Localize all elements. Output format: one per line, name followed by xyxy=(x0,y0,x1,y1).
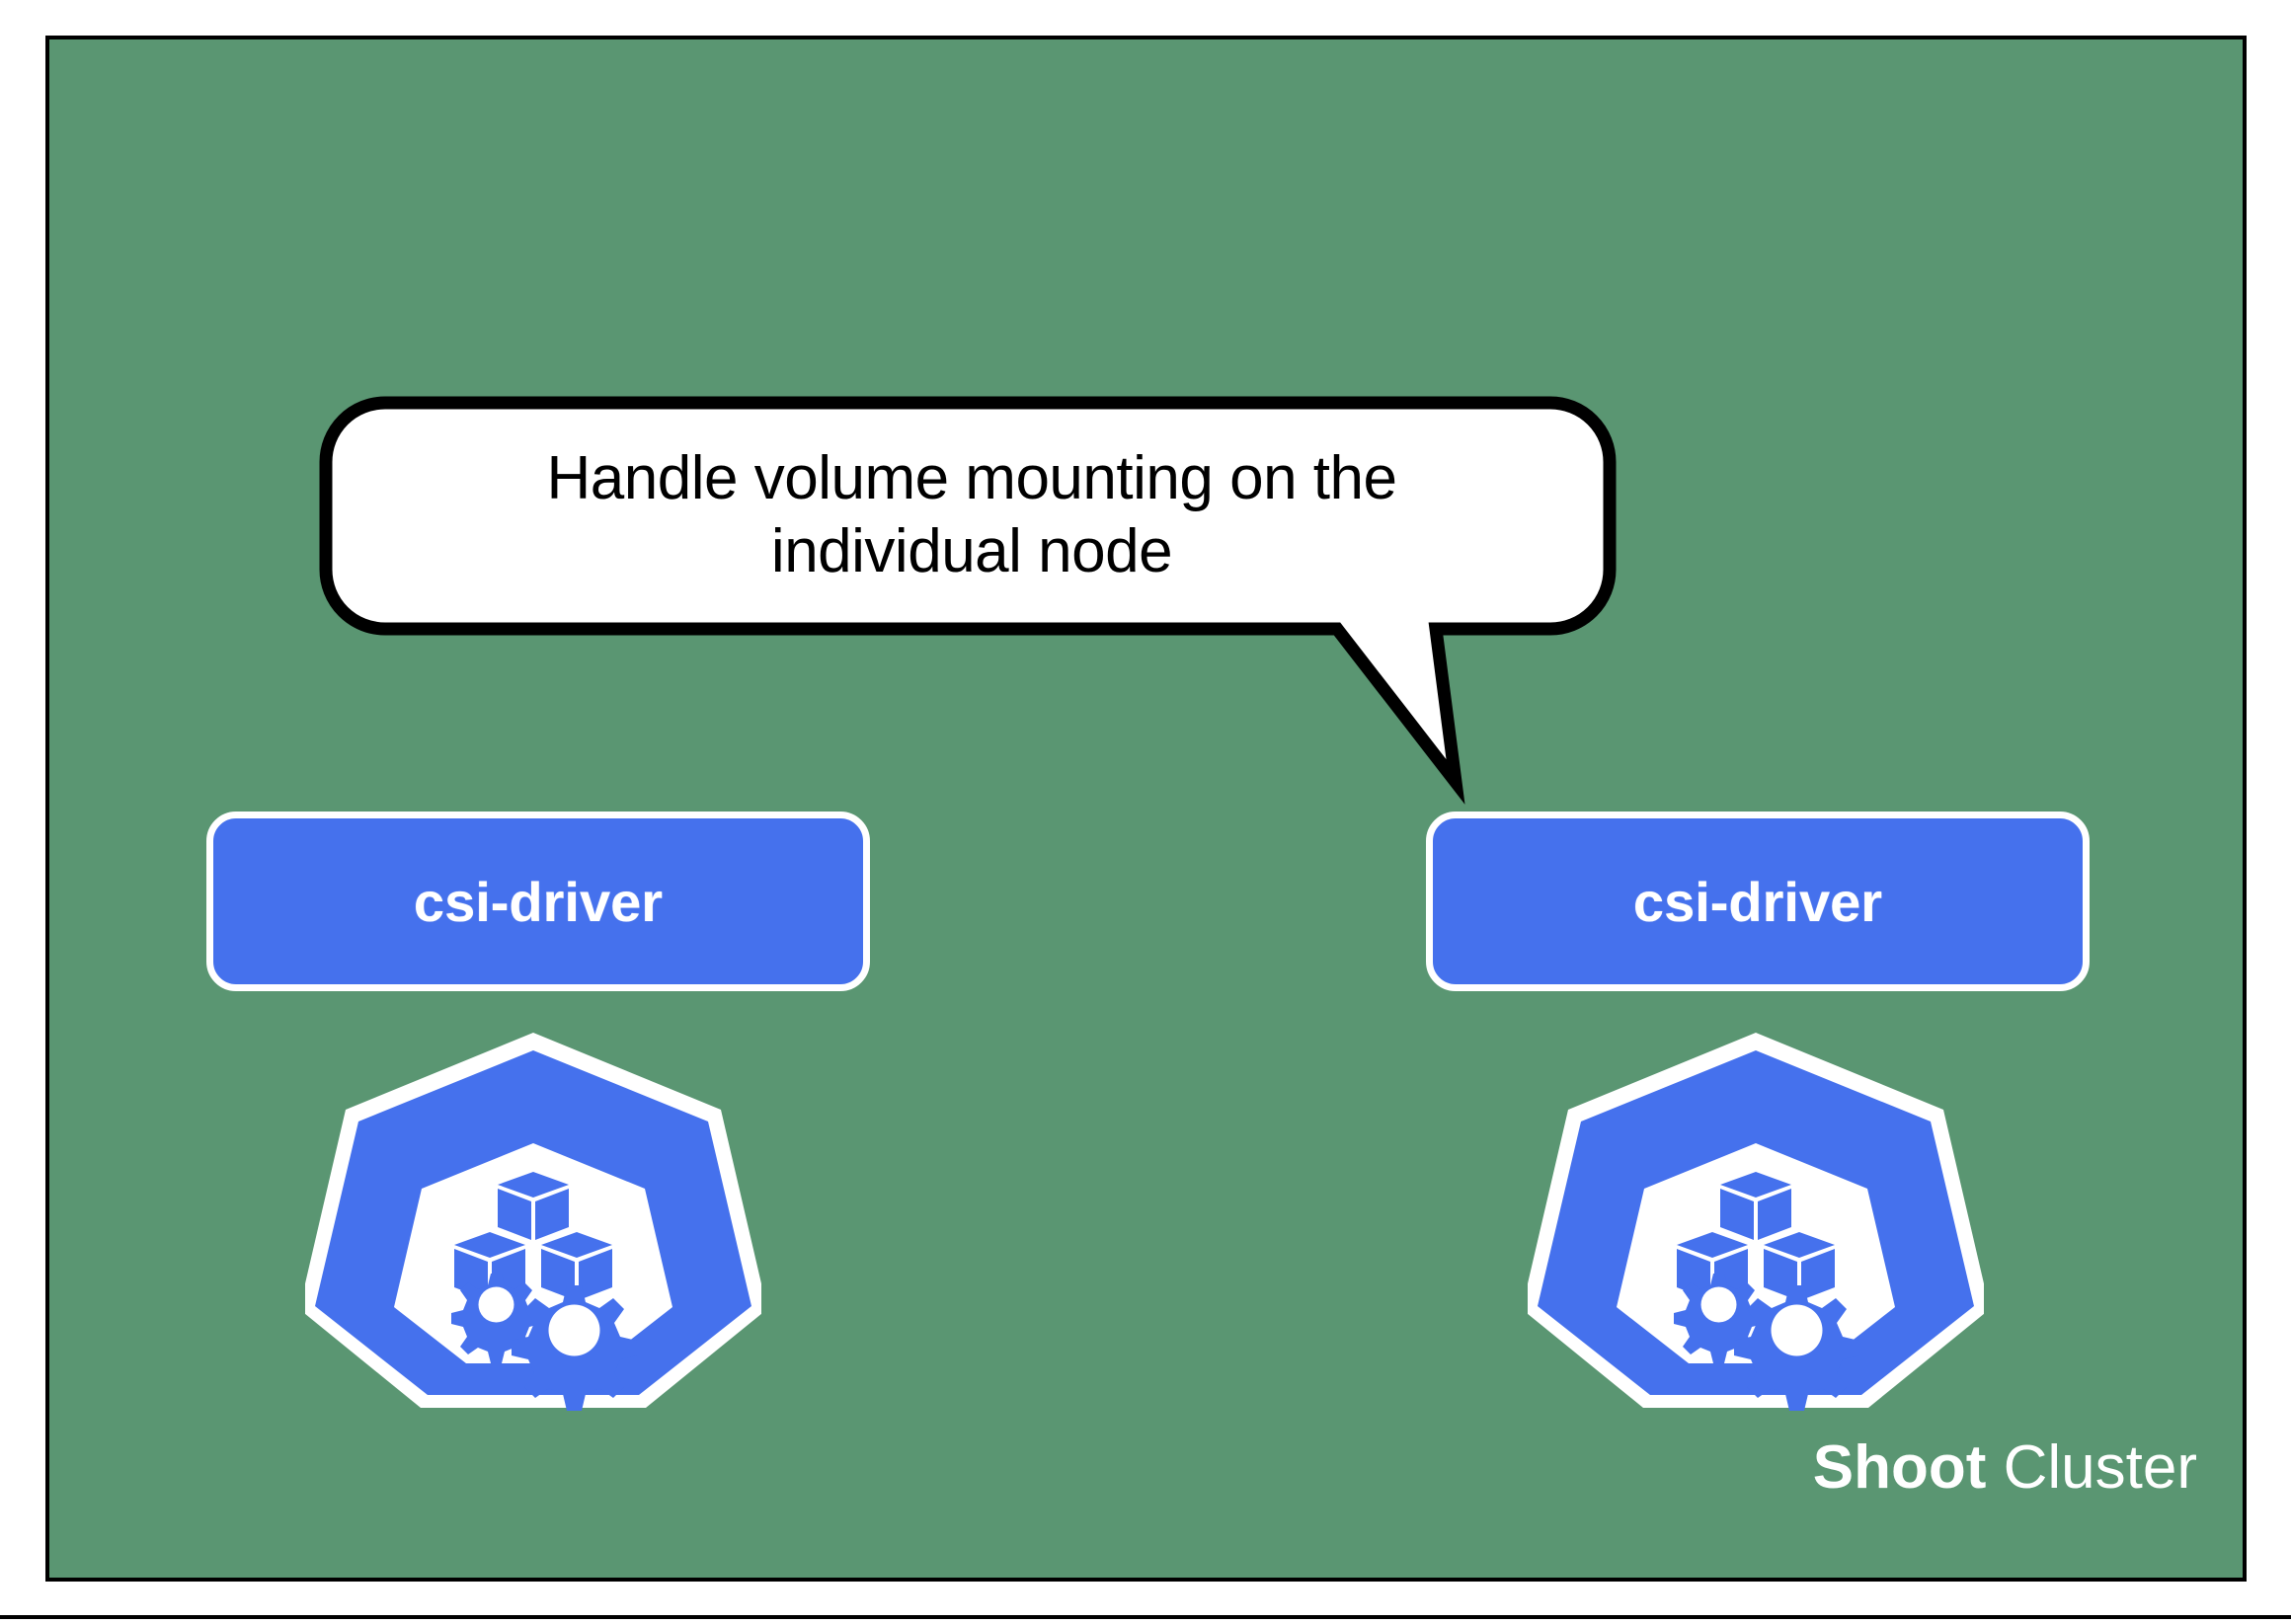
shoot-cluster-panel: csi-driver csi-driver xyxy=(45,36,2247,1582)
kubernetes-icon-right xyxy=(1528,1027,1984,1414)
bottom-divider xyxy=(0,1615,2291,1619)
callout-line-2: individual node xyxy=(770,517,1173,585)
shoot-cluster-label: Shoot Cluster xyxy=(1813,1437,2197,1499)
callout-speech-bubble: Handle volume mounting on the individual… xyxy=(290,367,1653,805)
csi-driver-label-left: csi-driver xyxy=(413,870,664,933)
shoot-cluster-label-regular: Cluster xyxy=(1986,1433,2197,1502)
csi-driver-label-right: csi-driver xyxy=(1632,870,1883,933)
callout-shape xyxy=(319,396,1617,805)
callout-text: Handle volume mounting on the individual… xyxy=(350,417,1594,614)
shoot-cluster-label-bold: Shoot xyxy=(1812,1433,1987,1502)
csi-driver-box-right[interactable]: csi-driver xyxy=(1426,812,2090,991)
callout-line-1: Handle volume mounting on the xyxy=(546,443,1397,512)
csi-driver-box-left[interactable]: csi-driver xyxy=(206,812,870,991)
kubernetes-icon-left xyxy=(305,1027,761,1414)
